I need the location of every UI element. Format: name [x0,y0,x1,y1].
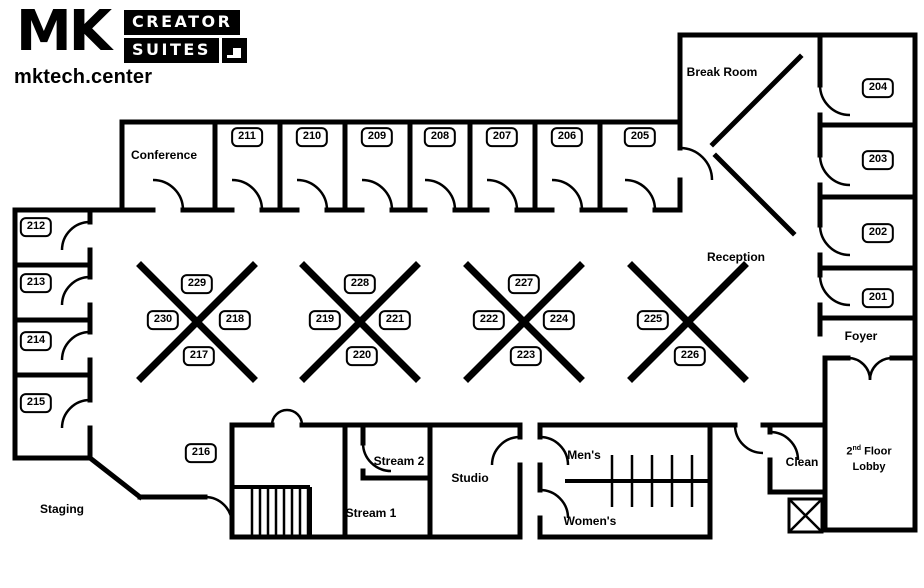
room-badge-218: 218 [218,310,252,330]
room-badge-222: 222 [472,310,506,330]
room-badge-226: 226 [673,346,707,366]
area-label-mens: Men's [567,448,601,462]
room-badge-206: 206 [550,127,584,147]
room-badge-225: 225 [636,310,670,330]
area-label-studio: Studio [451,471,489,485]
room-badge-213: 213 [19,273,53,293]
room-badge-203: 203 [861,150,895,170]
room-badge-214: 214 [19,331,53,351]
door-swings [60,84,893,525]
room-badge-204: 204 [861,78,895,98]
room-badge-208: 208 [423,127,457,147]
room-badge-202: 202 [861,223,895,243]
area-label-conference: Conference [130,148,198,162]
logo-suites-badge: SUITES [124,37,219,63]
logo-mark-icon [221,37,247,63]
logo-wordmark: CREATOR SUITES [124,10,247,63]
room-badge-220: 220 [345,346,379,366]
room-badge-211: 211 [231,127,263,147]
lobby-rest: Floor Lobby [852,445,892,473]
logo-monogram: MK [16,0,112,64]
room-badge-219: 219 [308,310,342,330]
area-label-staging: Staging [40,502,84,516]
room-badge-224: 224 [542,310,576,330]
stall-partitions [610,455,694,507]
room-badge-215: 215 [19,393,53,413]
room-badge-221: 221 [378,310,412,330]
elevator-icon [787,497,824,534]
desk-clusters [136,261,749,383]
area-label-reception: Reception [706,250,766,264]
area-label-2nd-floor-lobby: 2nd Floor Lobby [834,444,904,474]
room-badge-209: 209 [360,127,394,147]
room-badge-228: 228 [343,274,377,294]
area-label-break-room: Break Room [686,65,758,79]
stair-treads [250,489,310,535]
lobby-number: 2 [846,445,853,458]
room-badge-201: 201 [861,288,895,308]
room-badge-230: 230 [146,310,180,330]
area-label-stream-2: Stream 2 [373,454,425,468]
area-label-stream-1: Stream 1 [345,506,397,520]
interior-walls [232,479,710,537]
website-url: mktech.center [14,66,153,88]
room-badge-212: 212 [19,217,53,237]
lobby-ordinal: nd [852,444,862,452]
logo: MK CREATOR SUITES mktech.center [14,4,294,96]
room-badge-223: 223 [509,346,543,366]
room-badge-227: 227 [507,274,541,294]
walls [12,32,918,540]
room-badge-229: 229 [180,274,214,294]
room-badge-216: 216 [184,443,218,463]
area-label-clean: Clean [785,455,819,469]
logo-creator-badge: CREATOR [124,10,241,35]
area-label-foyer: Foyer [844,329,878,343]
room-badge-217: 217 [182,346,216,366]
room-badge-210: 210 [295,127,329,147]
room-badge-205: 205 [623,127,657,147]
area-label-womens: Women's [563,514,617,528]
room-badge-207: 207 [485,127,519,147]
